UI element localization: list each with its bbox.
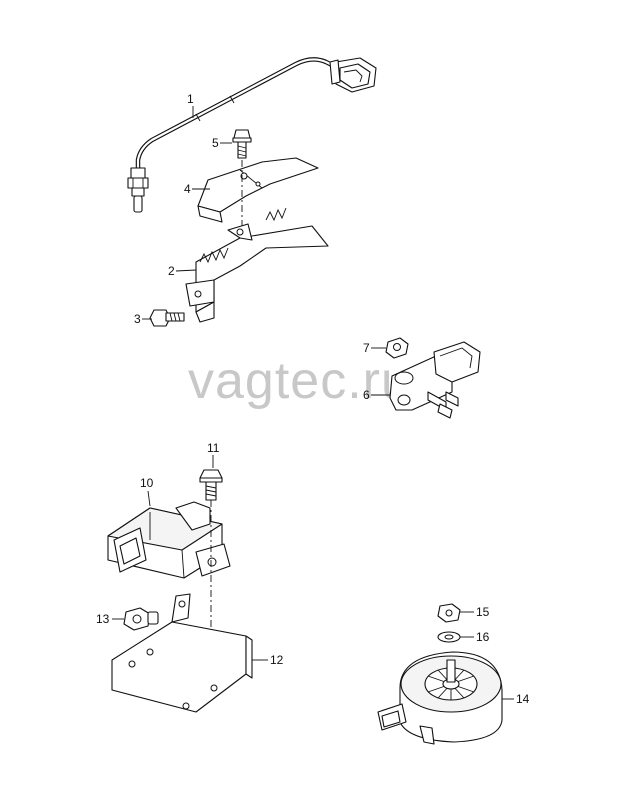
svg-text:7: 7 <box>363 341 370 355</box>
callout-5: 5 <box>212 136 232 150</box>
svg-text:10: 10 <box>140 476 154 490</box>
mounting-bracket-part-12[interactable] <box>111 593 253 713</box>
callout-16: 16 <box>460 630 490 644</box>
svg-text:11: 11 <box>207 441 220 455</box>
exhaust-temperature-sensor[interactable] <box>127 57 377 213</box>
svg-text:13: 13 <box>96 612 110 626</box>
svg-text:6: 6 <box>363 388 370 402</box>
svg-text:12: 12 <box>270 653 284 667</box>
callout-6: 6 <box>363 388 390 402</box>
bolt-part-3[interactable] <box>149 309 185 327</box>
svg-text:14: 14 <box>516 692 530 706</box>
sensor-bracket-part-2[interactable] <box>185 207 329 323</box>
callout-4: 4 <box>184 182 210 196</box>
svg-text:4: 4 <box>184 182 191 196</box>
svg-text:1: 1 <box>187 92 194 106</box>
svg-text:5: 5 <box>212 136 219 150</box>
bolt-part-11[interactable] <box>199 469 223 501</box>
callout-10: 10 <box>140 476 154 507</box>
callout-2: 2 <box>168 264 197 278</box>
callout-12: 12 <box>252 653 284 667</box>
bolt-part-5[interactable] <box>232 129 252 159</box>
callout-13: 13 <box>96 612 124 626</box>
nut-part-15[interactable] <box>437 603 461 623</box>
washer-part-16[interactable] <box>437 631 461 643</box>
heat-shield-part-4[interactable] <box>197 157 319 223</box>
callout-7: 7 <box>363 341 386 355</box>
svg-text:3: 3 <box>134 312 141 326</box>
pressure-sensor-part-6[interactable] <box>389 341 481 419</box>
svg-text:16: 16 <box>476 630 490 644</box>
callout-11: 11 <box>207 441 220 468</box>
callout-3: 3 <box>134 312 152 326</box>
control-unit-part-10[interactable] <box>107 501 231 579</box>
nut-part-13[interactable] <box>123 607 159 631</box>
svg-text:2: 2 <box>168 264 175 278</box>
callout-1: 1 <box>187 92 194 118</box>
callout-15: 15 <box>460 605 490 619</box>
watermark: vagtec.ru <box>188 352 411 410</box>
callout-14: 14 <box>502 692 530 706</box>
svg-text:15: 15 <box>476 605 490 619</box>
blower-motor-part-14[interactable] <box>377 651 503 745</box>
nut-part-7[interactable] <box>385 337 409 359</box>
